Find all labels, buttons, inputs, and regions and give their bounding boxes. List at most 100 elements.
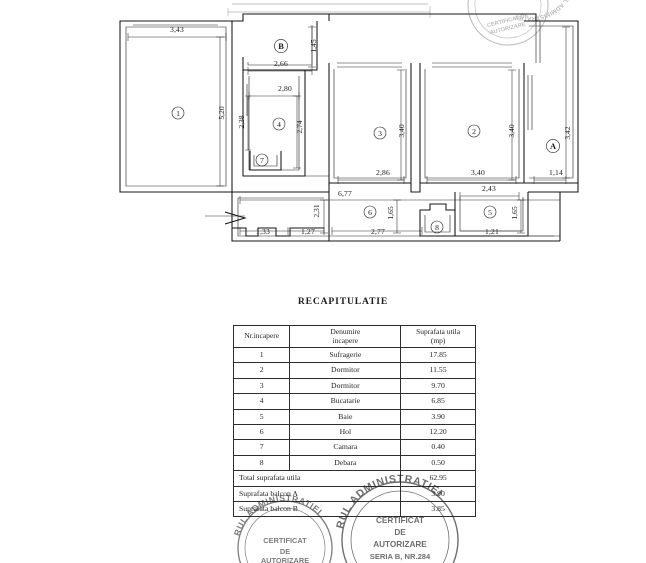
cell-room-area: 12.20 [400, 423, 476, 441]
room-marker-circle [272, 117, 286, 131]
room-marker-circle [467, 124, 481, 138]
room-marker-circle [373, 126, 387, 140]
header-area: Suprafata utila (mp) [400, 325, 476, 348]
dimension-label-v: 3,40 [397, 124, 406, 137]
room-marker-circle [363, 205, 377, 219]
cell-total-label: Total suprafata utila [232, 470, 402, 487]
header-area-line2: (mp) [430, 335, 446, 345]
room-number-label: 5 [488, 208, 492, 217]
room-marker-circle [483, 205, 497, 219]
cell-total-value: 3.85 [400, 500, 476, 518]
cell-room-number: 5 [232, 408, 291, 425]
cell-room-number: 8 [232, 454, 291, 472]
dimension-label-v: 2,38 [237, 115, 246, 128]
room-marker-circle [171, 106, 185, 120]
dimension-label-h: 2,43 [482, 184, 496, 193]
cell-room-name: Debara [289, 454, 402, 472]
cell-total-value: 62.95 [400, 470, 476, 487]
cell-room-area: 0.40 [400, 439, 476, 456]
dimension-label-v: 3,40 [507, 124, 516, 137]
cell-room-area: 9.70 [400, 377, 476, 395]
cell-room-number: 7 [232, 439, 291, 456]
cell-room-name: Baie [289, 408, 402, 425]
cell-room-area: 6.85 [400, 393, 476, 410]
room-number-label: 6 [368, 208, 372, 217]
dimension-label-h: 2,66 [274, 59, 288, 68]
cell-room-name: Dormitor [289, 362, 402, 379]
balcony-marker-circle [274, 39, 288, 53]
wall-outline [119, 13, 579, 242]
header-nr: Nr.incapere [232, 325, 291, 348]
dimension-label-h: 3,43 [170, 25, 184, 34]
cell-room-number: 2 [232, 362, 291, 379]
cell-room-area: 0.50 [400, 454, 476, 472]
header-name-line1: Denumire [330, 326, 361, 336]
room-number-markers: 1 2 3 4 5 6 7 8 [171, 106, 497, 234]
dimension-label-h: 2,77 [371, 227, 385, 236]
cell-room-name: Camara [289, 439, 402, 456]
room-number-label: 8 [435, 223, 439, 232]
dimension-label-v: 2,74 [295, 120, 304, 133]
dimension-label-h: 6,77 [338, 189, 352, 198]
cell-room-number: 3 [232, 377, 291, 395]
dimension-label-v: 5,20 [217, 106, 226, 119]
dimension-label-v: 2,31 [312, 204, 321, 217]
room-number-label: 4 [277, 120, 281, 129]
horizontal-dimension-labels: 3,43 2,66 2,80 2,86 3,40 2,43 1,14 6,77 1,33 1,27… [170, 25, 563, 236]
room-number-label: 2 [472, 127, 476, 136]
dimension-label-v: 1,65 [510, 206, 519, 219]
dimension-label-h: 1,33 [256, 227, 270, 236]
cell-room-number: 1 [232, 346, 291, 364]
dimension-lines [127, 26, 570, 235]
balcony-marker-circle [546, 139, 560, 153]
header-area-line1: Suprafata utila [416, 326, 461, 336]
cell-room-name: Hol [289, 423, 402, 441]
balcony-markers: AB [274, 39, 560, 153]
dimension-label-h: 1,27 [301, 227, 315, 236]
cell-room-name: Sufragerie [289, 346, 402, 364]
table-header-row: Nr.incapere Denumire incapere Suprafata … [232, 325, 476, 348]
cell-room-area: 11.55 [400, 362, 476, 379]
cell-room-number: 4 [232, 393, 291, 410]
dimension-label-h: 2,86 [376, 168, 390, 177]
recapitulatie-section: RECAPITULATIE Nr.incapere Denumire incap… [0, 296, 646, 518]
balcony-letter-label: A [550, 142, 556, 151]
room-marker-circle [430, 220, 444, 234]
balcony-letter-label: B [278, 42, 284, 51]
dimension-label-h: 2,80 [278, 84, 292, 93]
top-faint-dimension-line [227, 3, 431, 18]
dimension-label-h: 3,40 [471, 168, 485, 177]
room-number-label: 1 [176, 109, 180, 118]
area-schedule-table: Nr.incapere Denumire incapere Suprafata … [232, 325, 476, 518]
room-number-label: 7 [260, 156, 264, 165]
cell-total-value: 3.90 [400, 485, 476, 502]
cell-room-area: 17.85 [400, 346, 476, 364]
dimension-label-h: 1,21 [485, 227, 499, 236]
cell-room-name: Bucatarie [289, 393, 402, 410]
cell-room-area: 3.90 [400, 408, 476, 425]
cell-room-name: Dormitor [289, 377, 402, 395]
room-marker-circle [255, 153, 269, 167]
dimension-label-v: 1,45 [309, 39, 318, 52]
header-name: Denumire incapere [289, 325, 402, 348]
cell-total-label: Suprafata balcon B [232, 500, 402, 518]
dimension-label-h: 1,14 [549, 168, 563, 177]
cell-total-label: Suprafata balcon A [232, 485, 402, 502]
room-number-label: 3 [378, 129, 382, 138]
cell-room-number: 6 [232, 423, 291, 441]
